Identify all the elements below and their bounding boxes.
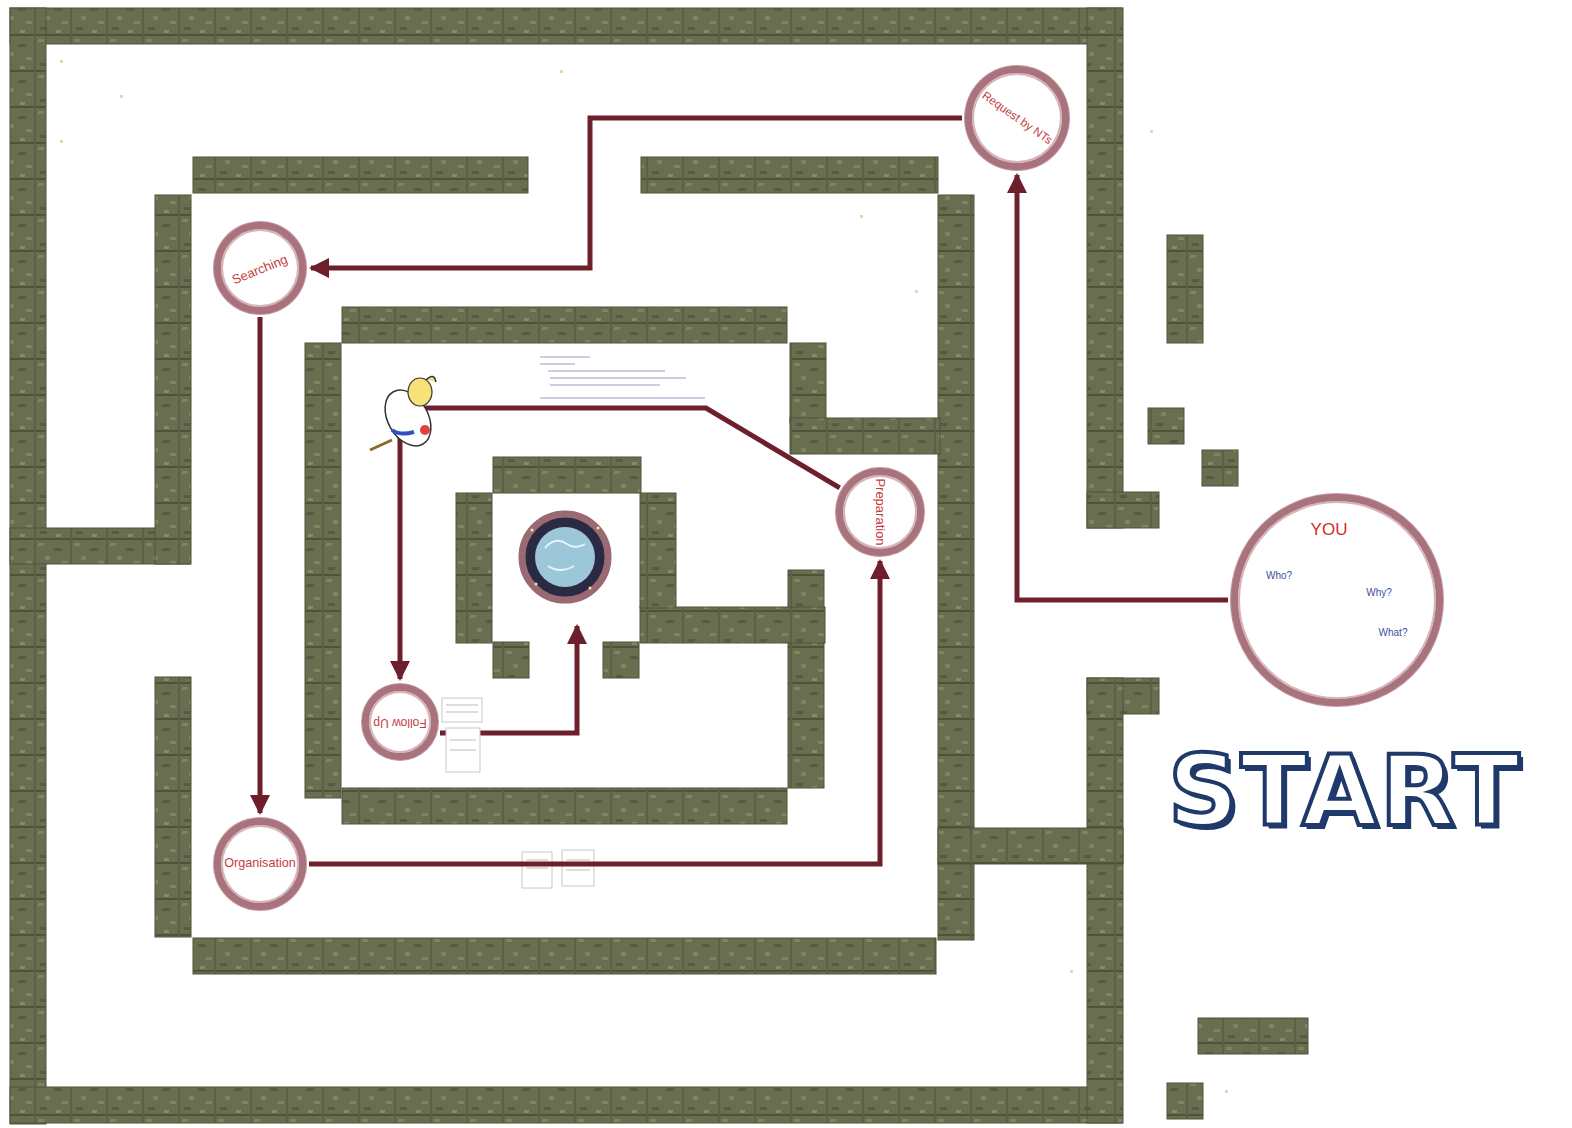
wall-block: [1148, 408, 1184, 444]
path-arrow: [258, 317, 263, 813]
wall-block: [342, 307, 787, 343]
stage-circle: YOU Who? Why? What?: [1231, 494, 1443, 706]
wall-block: [155, 195, 191, 564]
stage-circle: Searching: [214, 222, 306, 314]
wall-block: [1087, 8, 1123, 528]
sand-dots: [60, 60, 1228, 1093]
wall-block: [640, 607, 825, 643]
goal-arrow: [440, 626, 577, 733]
stage-title: Follow Up: [373, 715, 426, 728]
path-arrow: [1017, 175, 1228, 600]
wall-block: [456, 493, 492, 643]
wall-block: [193, 938, 936, 974]
stage-circle: Request by NTs: [965, 66, 1069, 170]
stage-title: Preparation: [873, 478, 887, 545]
wall-block: [10, 1087, 1122, 1123]
globe-goal: [522, 514, 608, 600]
path-arrow: [311, 118, 962, 268]
wall-block: [788, 570, 824, 788]
wall-block: [342, 788, 787, 824]
wall-block: [1087, 492, 1159, 528]
paper-sheets: [442, 698, 594, 888]
wall-block: [193, 157, 528, 193]
stage-circle: Follow Up: [362, 684, 438, 760]
stage-note: What?: [1379, 627, 1408, 638]
note-lines: [540, 357, 705, 398]
wall-block: [10, 8, 46, 1124]
wall-block: [1167, 1083, 1203, 1119]
wall-block: [1087, 678, 1123, 1123]
wall-block: [790, 418, 940, 454]
stage-circle: Preparation: [836, 468, 924, 556]
stage-title: YOU: [1311, 521, 1348, 540]
wall-block: [1198, 1018, 1308, 1054]
penguin-figure: [370, 376, 440, 454]
wall-block: [640, 493, 676, 608]
wall-block: [155, 677, 191, 937]
wall-block: [603, 642, 639, 678]
stage-title: Request by NTs: [980, 89, 1055, 147]
paper-lines: [446, 705, 590, 870]
wall-block: [641, 157, 938, 193]
stage-note: Who?: [1266, 570, 1292, 581]
stage-note: Why?: [1366, 587, 1392, 598]
start-label: START: [1168, 738, 1522, 846]
wall-block: [790, 343, 826, 423]
stage-title: Organisation: [224, 857, 296, 871]
stage-circle: Organisation: [214, 818, 306, 910]
wall-block: [493, 457, 641, 493]
wall-block: [938, 828, 1123, 864]
wall-block: [1167, 235, 1203, 343]
wall-block: [305, 343, 341, 798]
wall-block: [493, 642, 529, 678]
stage-title: Searching: [230, 252, 290, 287]
path-arrow: [309, 561, 880, 864]
path-arrow: [400, 408, 840, 679]
wall-block: [10, 8, 1122, 44]
wall-block: [1202, 450, 1238, 486]
